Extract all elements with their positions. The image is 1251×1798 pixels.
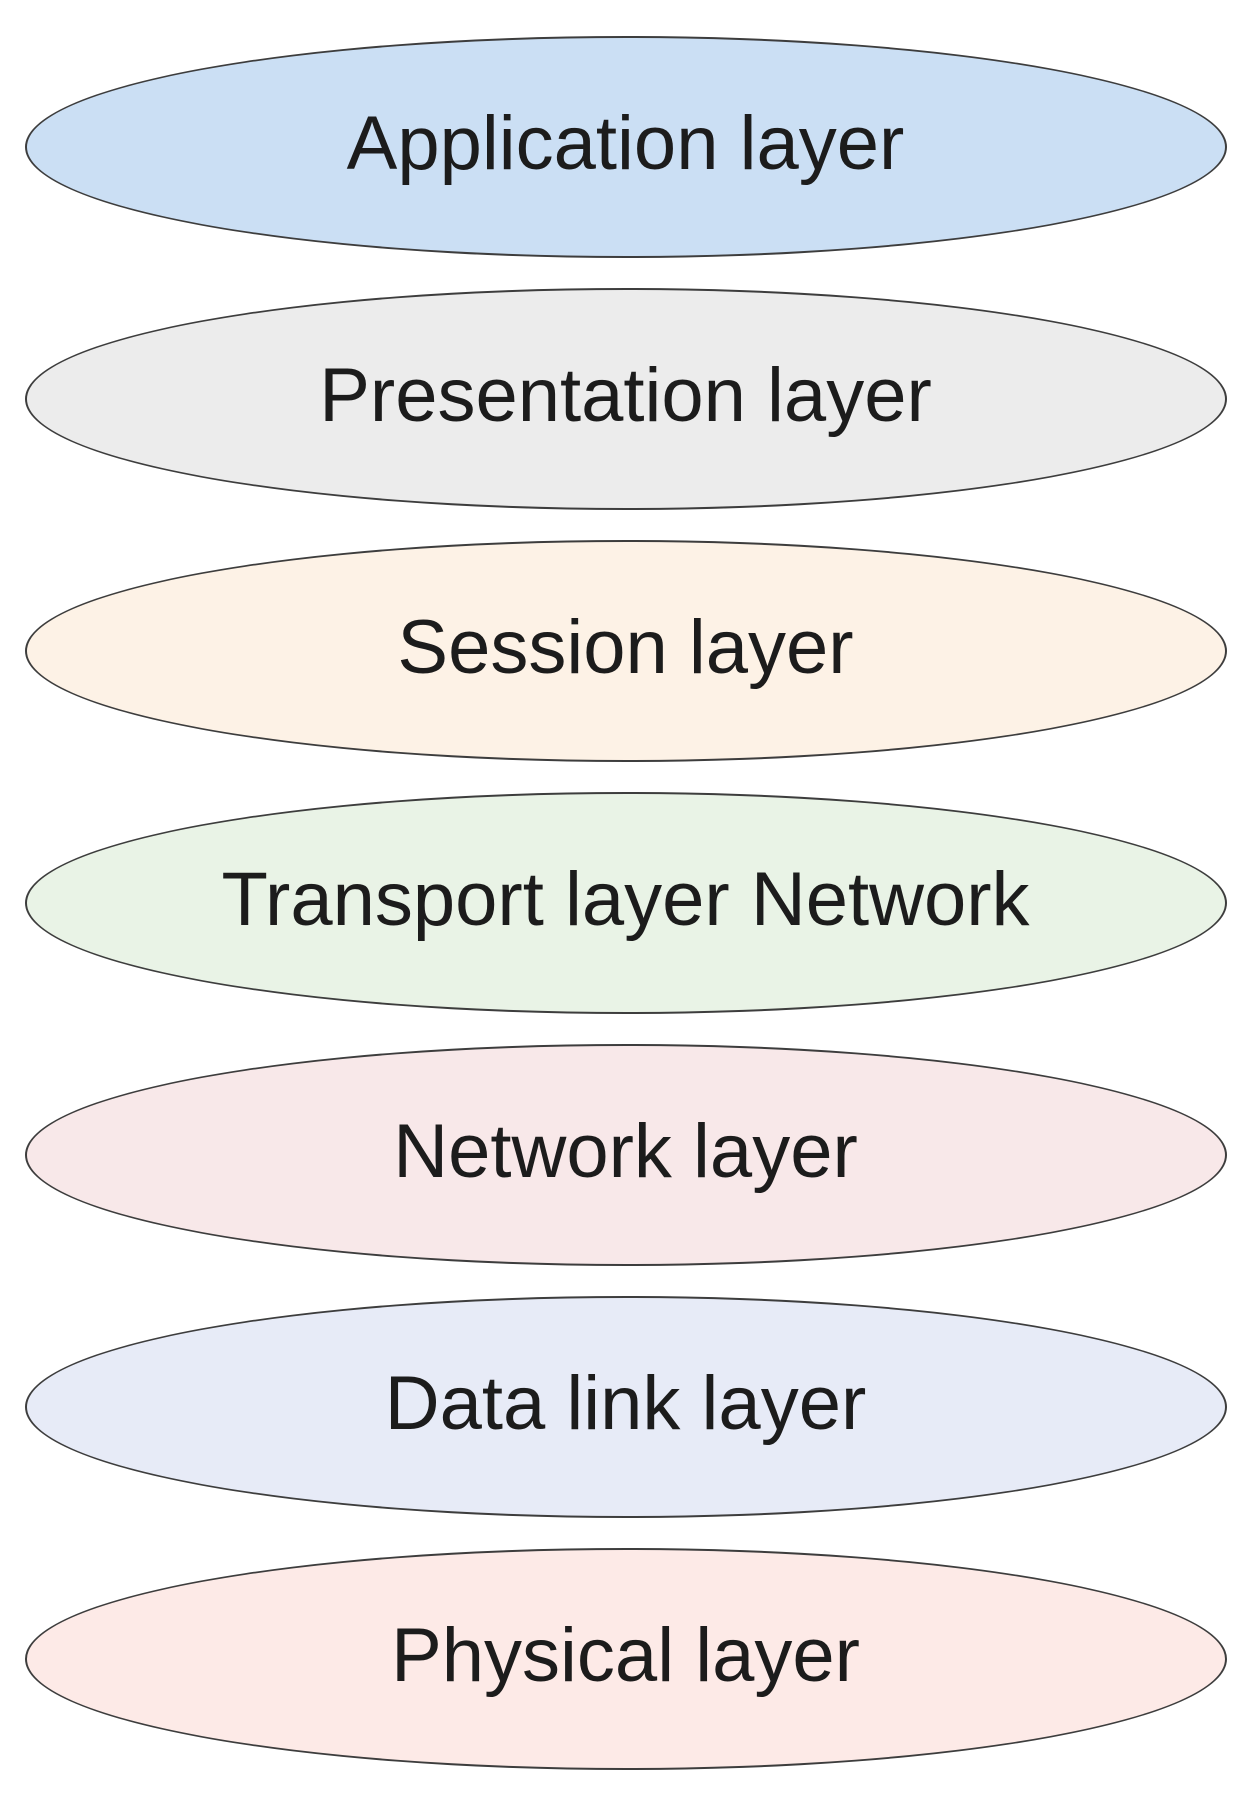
layer-label-session: Session layer — [397, 605, 854, 690]
layer-ellipse-session: Session layer — [24, 540, 1227, 762]
layer-ellipse-network: Network layer — [24, 1044, 1227, 1266]
layer-label-datalink: Data link layer — [384, 1361, 867, 1446]
layer-ellipse-application: Application layer — [24, 36, 1227, 258]
layer-ellipse-presentation: Presentation layer — [24, 288, 1227, 510]
layer-label-application: Application layer — [346, 101, 905, 186]
layer-ellipse-physical: Physical layer — [24, 1548, 1227, 1770]
layer-label-network: Network layer — [393, 1109, 858, 1194]
layer-label-presentation: Presentation layer — [319, 353, 932, 438]
layer-label-transport: Transport layer Network — [221, 857, 1030, 942]
layer-label-physical: Physical layer — [391, 1613, 860, 1698]
layer-ellipse-datalink: Data link layer — [24, 1296, 1227, 1518]
layer-ellipse-transport: Transport layer Network — [24, 792, 1227, 1014]
